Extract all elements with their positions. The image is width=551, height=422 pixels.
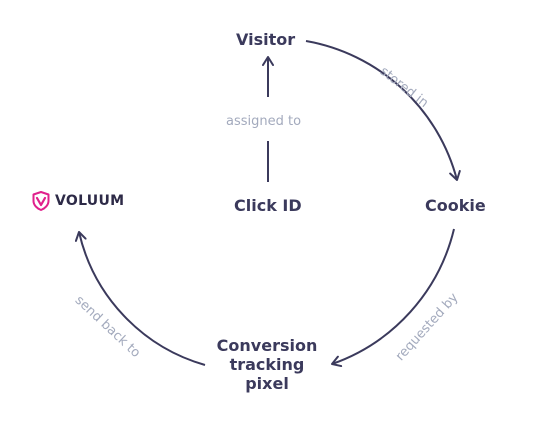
- voluum-shield-icon: [32, 191, 50, 211]
- node-conversion-line3: pixel: [245, 374, 289, 393]
- node-conversion-line2: tracking: [229, 355, 305, 374]
- edge-label-assigned-to: assigned to: [226, 114, 302, 129]
- node-cookie: Cookie: [425, 196, 486, 215]
- voluum-logo-text: VOLUUM: [55, 193, 125, 209]
- voluum-logo: VOLUUM: [32, 191, 124, 211]
- arrow-cookie-to-conversion: [331, 228, 455, 368]
- node-conversion-line1: Conversion: [216, 336, 318, 355]
- node-visitor: Visitor: [236, 30, 296, 49]
- node-conversion-tracking-pixel: Conversion tracking pixel: [216, 336, 318, 393]
- node-click-id: Click ID: [234, 196, 302, 215]
- arrow-visitor-to-cookie: [305, 40, 461, 181]
- arrow-conversion-to-voluum: [74, 231, 206, 366]
